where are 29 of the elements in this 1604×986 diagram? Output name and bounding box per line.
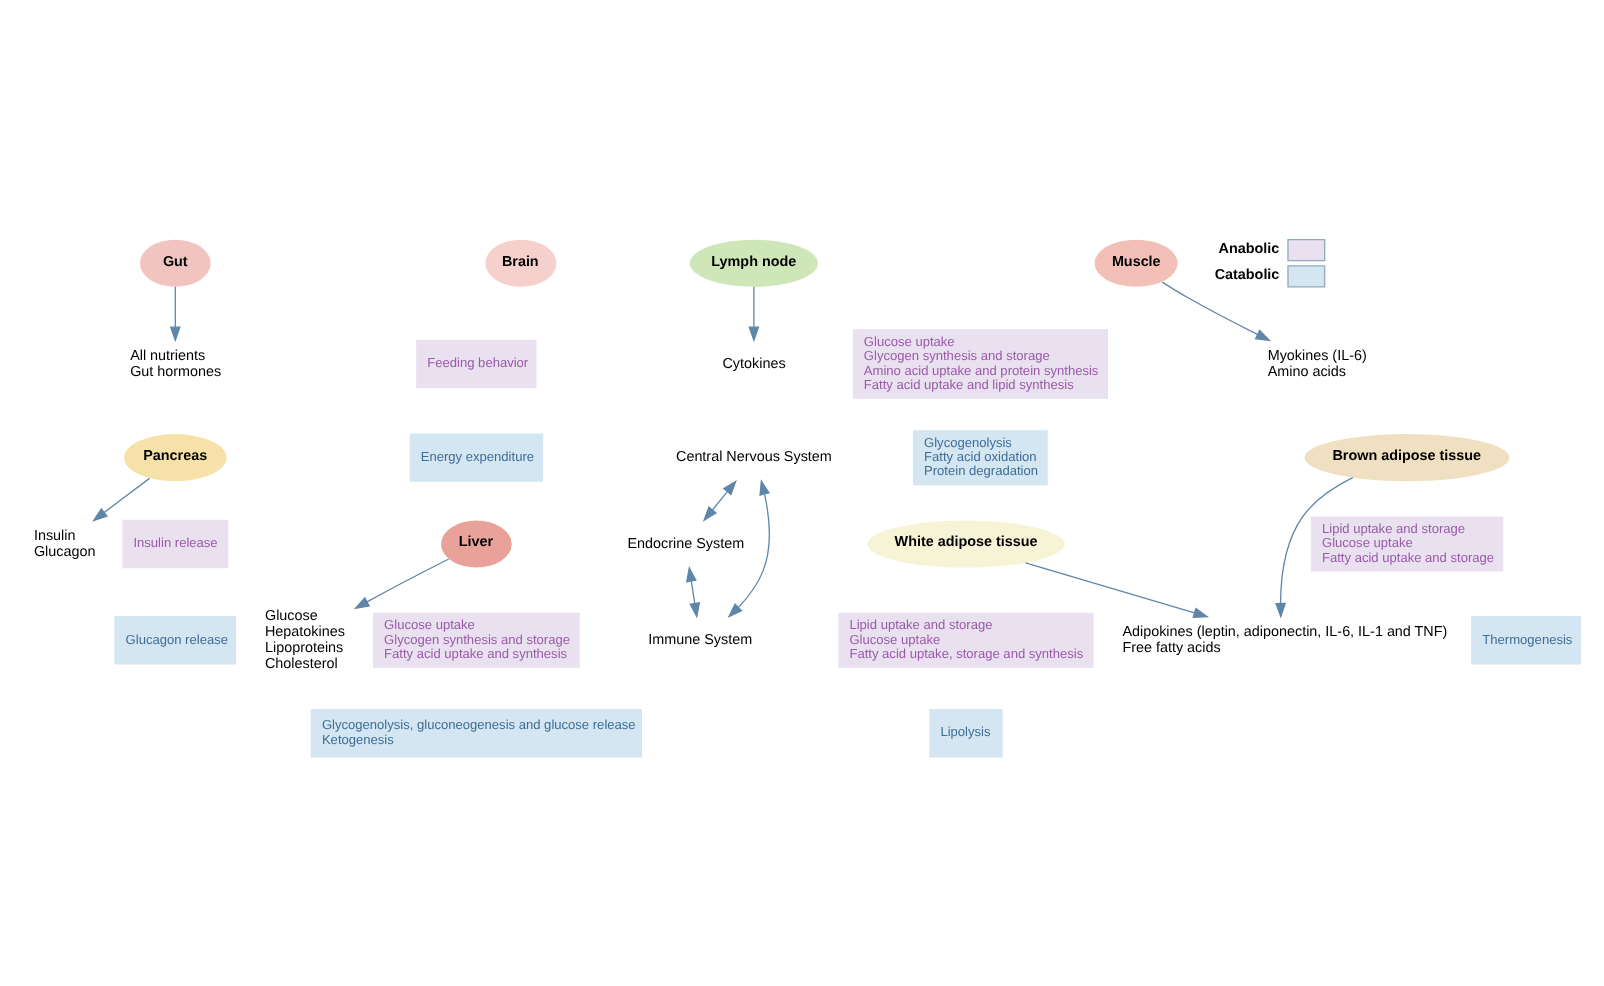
- arrow: [169, 286, 181, 343]
- node-ellipse: Brown adipose tissue: [1304, 434, 1510, 482]
- node-text: All nutrients Gut hormones: [130, 345, 222, 380]
- node-ellipse: Pancreas: [124, 434, 227, 482]
- node-ellipse: White adipose tissue: [867, 520, 1065, 568]
- node-text: Insulin Glucagon: [33, 525, 96, 560]
- node-text: Glucose Hepatokines Lipoproteins Cholesterol: [264, 606, 345, 672]
- arrow: [92, 477, 151, 522]
- node-text: Central Nervous System: [676, 447, 832, 466]
- legend-label: Anabolic: [1218, 238, 1280, 257]
- arrow: [748, 286, 760, 343]
- node-ellipse: Liver: [441, 520, 512, 568]
- node-ellipse: Gut: [139, 239, 211, 287]
- node-ellipse: Brain: [485, 239, 557, 287]
- node-ellipse: Muscle: [1094, 239, 1178, 287]
- arrow: [1161, 281, 1272, 342]
- node-text: Endocrine System: [627, 533, 745, 552]
- node-text: Immune System: [648, 629, 753, 648]
- arrow: [1275, 477, 1354, 619]
- arrow: [702, 479, 737, 522]
- arrow: [1024, 562, 1210, 618]
- node-ellipse: Lymph node: [689, 239, 818, 287]
- node-text: Myokines (IL-6) Amino acids: [1267, 345, 1367, 380]
- node-text: Cytokines: [722, 353, 786, 372]
- arrow: [727, 479, 770, 619]
- legend-label: Catabolic: [1214, 264, 1280, 283]
- node-text: Adipokines (leptin, adiponectin, IL-6, IL-1 and TNF) Free fatty acids: [1122, 622, 1448, 656]
- arrow: [685, 566, 701, 619]
- arrow: [353, 558, 450, 610]
